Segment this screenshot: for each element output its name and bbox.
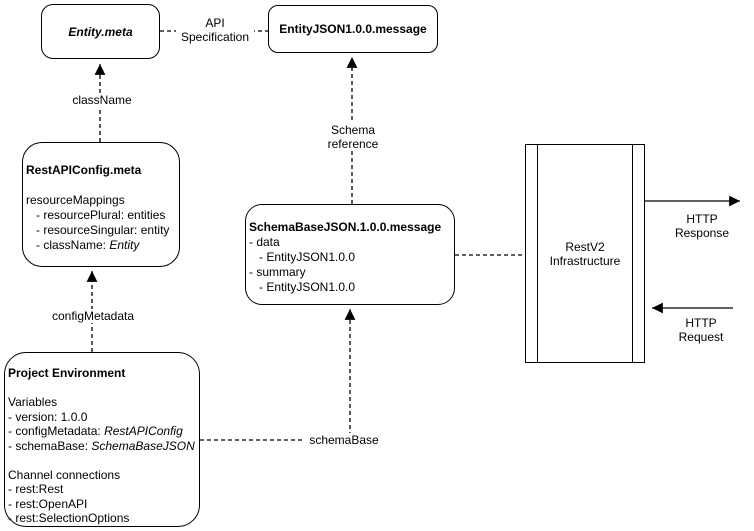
restv2-inner-line-right bbox=[631, 145, 633, 362]
project-environment-line: - rest:OpenAPI bbox=[8, 497, 197, 512]
edge-label-schema-reference: Schema reference bbox=[302, 123, 404, 151]
line-text: - rest:OpenAPI bbox=[8, 496, 88, 511]
node-entity-json-message: EntityJSON1.0.0.message bbox=[268, 5, 438, 53]
restv2-inner-line-left bbox=[537, 145, 539, 362]
node-entity-meta: Entity.meta bbox=[41, 4, 160, 59]
project-environment-line: - version: 1.0.0 bbox=[8, 410, 197, 425]
node-schema-base-json-message: SchemaBaseJSON.1.0.0.message - data - En… bbox=[245, 204, 455, 305]
restv2-label-line1: RestV2 bbox=[565, 239, 605, 254]
line-text: - schemaBase: bbox=[8, 438, 92, 453]
project-environment-line: - rest:SelectionOptions bbox=[8, 511, 197, 526]
schema-base-line: - summary bbox=[249, 265, 452, 280]
node-rest-api-config-meta: RestAPIConfig.meta resourceMappings - re… bbox=[22, 142, 180, 267]
project-environment-line bbox=[8, 453, 197, 468]
edge-label-schemabase: schemaBase bbox=[305, 433, 383, 447]
schema-base-line: - EntityJSON1.0.0 bbox=[249, 280, 452, 295]
line-text: - summary bbox=[249, 265, 306, 279]
schema-base-line: - EntityJSON1.0.0 bbox=[249, 250, 452, 265]
schema-base-line: - data bbox=[249, 235, 452, 250]
line-text: Variables bbox=[8, 395, 58, 409]
rest-api-config-line: - resourceSingular: entity bbox=[26, 223, 177, 238]
edge-label-classname: className bbox=[64, 93, 140, 107]
line-text-italic: RestAPIConfig bbox=[104, 424, 183, 438]
node-project-environment: Project Environment Variables - version:… bbox=[4, 352, 200, 527]
project-environment-line: Variables bbox=[8, 395, 197, 410]
spacer bbox=[8, 381, 197, 396]
line-text: - data bbox=[249, 235, 280, 249]
project-environment-line: - schemaBase: SchemaBaseJSON bbox=[8, 439, 197, 454]
project-environment-title: Project Environment bbox=[8, 366, 126, 380]
edge-label-http-response: HTTP Response bbox=[657, 212, 747, 240]
line-text: - version: 1.0.0 bbox=[8, 409, 88, 424]
line-text: - rest:Rest bbox=[8, 482, 64, 496]
line-text-italic: SchemaBaseJSON bbox=[91, 438, 195, 453]
rest-api-config-line: resourceMappings bbox=[26, 193, 177, 208]
rest-api-config-line: - className: Entity bbox=[26, 238, 177, 253]
restv2-label-line2: Infrastructure bbox=[549, 253, 621, 268]
line-text: - EntityJSON1.0.0 bbox=[249, 280, 356, 294]
project-environment-line: Channel connections bbox=[8, 468, 197, 483]
line-text: resourceMappings bbox=[26, 193, 125, 207]
line-text: - EntityJSON1.0.0 bbox=[249, 250, 356, 264]
rest-api-config-title: RestAPIConfig.meta bbox=[26, 163, 142, 177]
schema-base-title: SchemaBaseJSON.1.0.0.message bbox=[249, 220, 442, 234]
api-specification-line1: API bbox=[205, 16, 225, 30]
spacer bbox=[26, 178, 177, 193]
rest-api-config-line: - resourcePlural: entities bbox=[26, 208, 177, 223]
edge-label-api-specification: API Specification bbox=[176, 16, 254, 44]
restv2-label: RestV2 Infrastructure bbox=[526, 145, 644, 362]
line-text-italic: Entity bbox=[109, 238, 140, 252]
edge-schemabase-arrow bbox=[200, 309, 356, 441]
line-text: Channel connections bbox=[8, 467, 121, 482]
line-text: - resourcePlural: entities bbox=[26, 208, 166, 222]
edge-label-http-request: HTTP Request bbox=[660, 316, 742, 344]
line-text: - className: bbox=[26, 238, 110, 252]
line-text: - rest:SelectionOptions bbox=[8, 511, 130, 525]
entity-json-title: EntityJSON1.0.0.message bbox=[279, 22, 427, 36]
line-text: - configMetadata: bbox=[8, 424, 105, 438]
node-restv2-infrastructure: RestV2 Infrastructure bbox=[525, 144, 645, 363]
line-text: - resourceSingular: entity bbox=[26, 223, 170, 237]
edge-label-configmetadata: configMetadata bbox=[47, 309, 139, 323]
entity-meta-title: Entity.meta bbox=[68, 24, 133, 39]
project-environment-line: - rest:Rest bbox=[8, 482, 197, 497]
project-environment-line: - configMetadata: RestAPIConfig bbox=[8, 424, 197, 439]
api-specification-line2: Specification bbox=[180, 30, 250, 44]
